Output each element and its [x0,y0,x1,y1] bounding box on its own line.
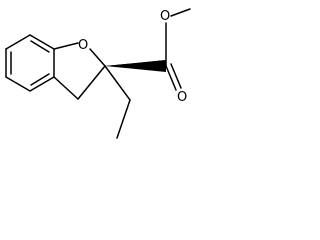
dihydrofuran-ring [53,42,106,100]
methyl-ester-group [105,8,191,91]
benzene-ring [5,34,55,92]
bond-ester-o-methyl [170,8,191,17]
bond-benzene-3 [29,76,55,92]
bond-c7a-o [53,42,79,50]
bond-ch2-ch3 [116,99,131,139]
bond-c3-c2 [77,65,106,100]
bond-c2-ch2 [104,65,131,101]
bond-carbonyl-double-2 [170,63,182,89]
bond-benzene-4 [5,76,31,92]
molecule-structure-diagram: O O O [5,8,191,139]
bond-carbonyl-double-1 [165,65,177,91]
bond-benzene-6 [5,34,31,50]
ester-oxygen-label: O [160,9,170,24]
bond-benzene-inner-2 [30,73,50,86]
ring-oxygen-label: O [78,38,88,53]
bond-o-c2 [89,48,106,67]
stereo-wedge-bond-tip [105,60,166,72]
carbonyl-oxygen-label: O [177,90,187,105]
ethyl-group [104,65,131,139]
bond-benzene-1 [29,34,55,50]
bond-c3a-c3 [53,76,79,100]
bond-benzene-inner-1 [30,40,50,53]
